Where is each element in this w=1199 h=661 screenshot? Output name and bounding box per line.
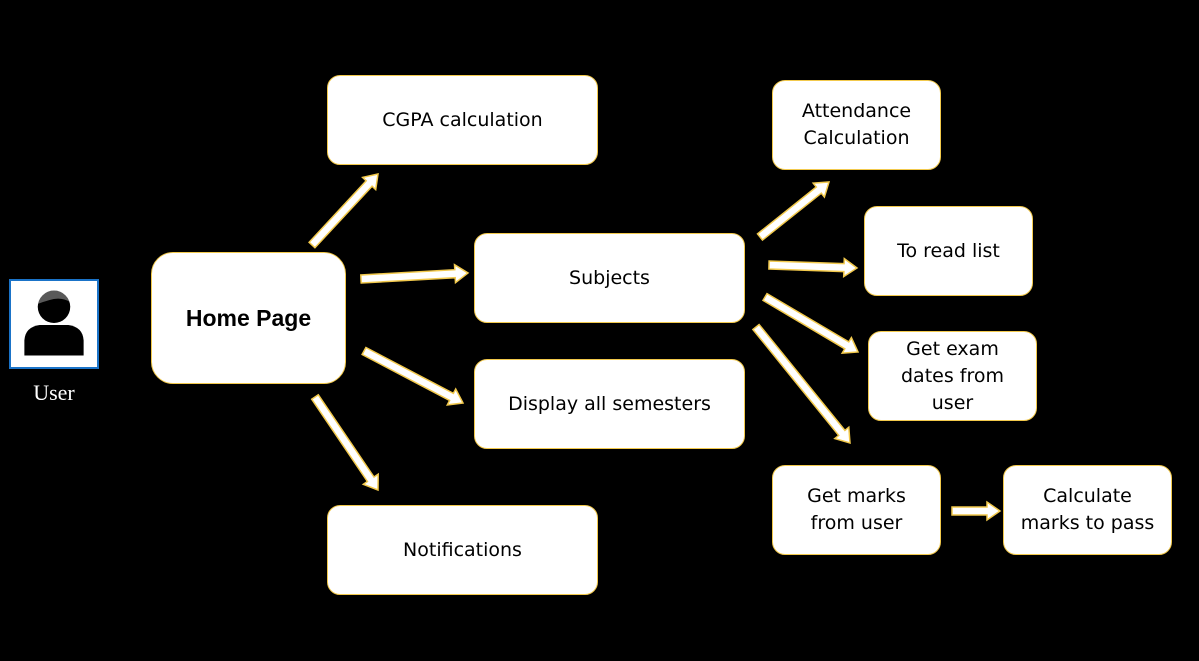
- user-label: User: [33, 380, 75, 405]
- attendance-calculation-label: Attendance Calculation: [801, 100, 912, 149]
- display-semesters-node: Display all semesters: [474, 359, 745, 449]
- get-marks-node: Get marks from user: [772, 465, 941, 555]
- home-page-label: Home Page: [185, 304, 312, 331]
- arrow-home-to-semesters: [361, 346, 465, 406]
- subjects-label: Subjects: [569, 266, 650, 289]
- arrow-subjects-to-attendance: [756, 181, 831, 242]
- user-icon: [24, 290, 84, 356]
- exam-dates-node: Get exam dates from user: [868, 331, 1037, 421]
- arrow-subjects-to-examdates: [761, 292, 860, 354]
- calculate-marks-node: Calculate marks to pass: [1003, 465, 1172, 555]
- arrow-home-to-subjects: [360, 263, 470, 285]
- attendance-calculation-node: Attendance Calculation: [772, 80, 941, 170]
- notifications-node: Notifications: [327, 505, 598, 595]
- display-semesters-label: Display all semesters: [508, 392, 711, 415]
- exam-dates-label: Get exam dates from user: [901, 337, 1004, 414]
- calculate-marks-label: Calculate marks to pass: [1020, 485, 1155, 534]
- user-avatar: [9, 279, 99, 369]
- subjects-node: Subjects: [474, 233, 745, 323]
- arrow-subjects-to-readlist: [768, 257, 859, 279]
- arrow-marks-to-calculate: [951, 500, 1002, 522]
- home-page-node: Home Page: [151, 252, 346, 384]
- cgpa-calculation-label: CGPA calculation: [382, 108, 543, 131]
- cgpa-calculation-node: CGPA calculation: [327, 75, 598, 165]
- notifications-label: Notifications: [403, 538, 522, 561]
- to-read-list-label: To read list: [897, 239, 1000, 262]
- arrow-home-to-cgpa: [308, 173, 379, 249]
- arrow-subjects-to-marks: [751, 323, 851, 445]
- arrow-home-to-notifications: [310, 393, 379, 492]
- get-marks-label: Get marks from user: [807, 485, 906, 534]
- to-read-list-node: To read list: [864, 206, 1033, 296]
